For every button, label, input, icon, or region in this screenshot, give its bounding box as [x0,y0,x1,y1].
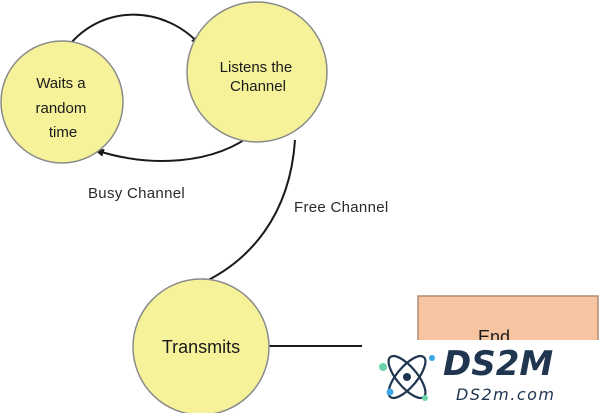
node-listens-shape [186,1,328,143]
svg-text:Waits a random tim: Waits a random time [35,75,90,141]
waits-line-2: random [35,100,86,117]
atom-logo-icon [379,354,435,401]
svg-text:Listens the Channel: Listens the Channel [220,59,297,95]
watermark-subtitle: DS2m.com [456,385,556,404]
listens-line-2: Channel [230,78,286,95]
node-listens-channel: Listens the Channel [186,1,328,143]
waits-line-3: time [49,124,77,141]
node-transmits: Transmits [132,278,270,416]
listens-line-1: Listens the [220,59,293,76]
edge-listens-to-waits-busy [94,131,256,162]
waits-line-1: Waits a [36,75,86,92]
transmits-label: Transmits [162,337,240,357]
edge-waits-to-listens [59,13,201,59]
label-busy-channel: Busy Channel [88,185,185,202]
watermark: DS2M DS2m.com [362,340,600,413]
node-waits-random-time: Waits a random time [0,40,124,164]
watermark-background [362,340,600,413]
watermark-title: DS2M [443,344,553,384]
edge-listens-to-transmits-free [197,139,296,286]
label-free-channel: Free Channel [294,199,389,216]
node-waits-shape [0,40,124,164]
